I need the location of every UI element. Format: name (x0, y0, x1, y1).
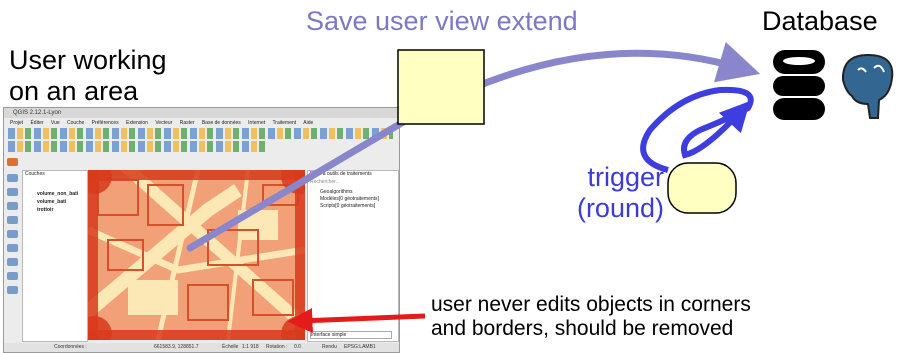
status-rotation-label: Rotation : (266, 344, 288, 350)
toolbox-item[interactable]: Scripts[0 géotraitements] (320, 203, 376, 209)
never-edits-label: user never edits objects in corners and … (431, 293, 751, 341)
postgresql-icon (841, 53, 894, 119)
menu-item[interactable]: Couche (67, 120, 85, 126)
qgis-menubar: Projet Éditer Vue Couche Préférences Ext… (4, 119, 399, 127)
save-arrow (466, 41, 761, 94)
status-coord-label: Coordonnées : (54, 344, 87, 350)
toolbox-item[interactable]: Modèles[0 géotraitements] (320, 196, 379, 202)
toolbar-row-1[interactable] (8, 128, 393, 139)
status-render-label[interactable]: Rendu (322, 344, 337, 350)
layers-panel: Couches volume_non_bati volume_bati trot… (22, 170, 88, 342)
tool-icon[interactable] (7, 188, 18, 196)
map-canvas[interactable] (88, 170, 305, 340)
layer-item[interactable]: volume_non_bati (37, 191, 79, 197)
trigger-line1: trigger (587, 162, 664, 192)
database-icon (773, 50, 825, 120)
status-coord-value: 661583.9, 128851.7 (154, 344, 199, 350)
toolbox-item[interactable]: Geoalgorithms (320, 189, 353, 195)
user-working-label: User working on an area (9, 45, 249, 107)
layers-panel-title: Couches (25, 171, 45, 177)
layer-item[interactable]: trottoir (37, 207, 54, 213)
layer-item[interactable]: volume_bati (37, 199, 67, 205)
menu-item[interactable]: Aide (303, 120, 314, 126)
tool-icon[interactable] (7, 286, 18, 294)
tool-icon[interactable] (7, 174, 18, 182)
status-bar: Coordonnées : 661583.9, 128851.7 Échelle… (4, 343, 399, 352)
view-extend-box (397, 49, 485, 125)
menu-item[interactable]: Internet (248, 120, 266, 126)
menu-item[interactable]: Éditer (30, 120, 44, 126)
status-rotation-value[interactable]: 0.0 (294, 344, 301, 350)
tool-icon[interactable] (7, 230, 18, 238)
qgis-window: QGIS 2.12.1-Lyon Projet Éditer Vue Couch… (3, 107, 400, 353)
database-label: Database (762, 6, 878, 36)
tool-icon[interactable] (7, 216, 18, 224)
status-scale-label: Échelle (222, 344, 239, 350)
trigger-label: trigger (round) (556, 162, 664, 224)
menu-item[interactable]: Extension (126, 120, 148, 126)
never-edits-line1: user never edits objects in corners (431, 293, 751, 316)
menu-item[interactable]: Traitement (272, 120, 297, 126)
menu-item[interactable]: Base de données (201, 120, 241, 126)
edges-arrow (287, 308, 426, 333)
menu-item[interactable]: Vue (50, 120, 60, 126)
trigger-box (667, 162, 737, 214)
trigger-loop-arrow (640, 86, 754, 173)
toolbox-panel: Boite à outils de traitements Rechercher… (307, 170, 399, 342)
status-scale-value[interactable]: 1:1 918 (242, 344, 259, 350)
user-working-line1: User working (9, 45, 167, 75)
save-view-label: Save user view extend (306, 6, 578, 36)
toolbox-mode-select[interactable]: Interface simple (310, 331, 392, 339)
menu-item[interactable]: Raster (179, 120, 195, 126)
user-working-line2: on an area (9, 76, 139, 106)
tool-icon[interactable] (7, 258, 18, 266)
toolbox-panel-title: Boite à outils de traitements (310, 171, 372, 177)
tool-icon[interactable] (7, 202, 18, 210)
menu-item[interactable]: Projet (10, 120, 24, 126)
toolbox-search-input[interactable]: Rechercher... (310, 179, 340, 185)
tool-icon[interactable] (7, 244, 18, 252)
status-crs[interactable]: EPSG:LAMB1 (344, 344, 376, 350)
tool-icon[interactable] (7, 158, 18, 166)
menu-item[interactable]: Préférences (91, 120, 119, 126)
qgis-titlebar: QGIS 2.12.1-Lyon (4, 108, 399, 118)
menu-item[interactable]: Vecteur (155, 120, 173, 126)
view-extend-arrow (186, 114, 414, 252)
trigger-line2: (round) (576, 193, 664, 223)
map-drawing (88, 170, 305, 340)
tool-icon[interactable] (7, 272, 18, 280)
toolbar-row-2[interactable] (8, 141, 268, 152)
qgis-title: QGIS 2.12.1-Lyon (13, 110, 62, 116)
never-edits-line2: and borders, should be removed (431, 317, 734, 340)
